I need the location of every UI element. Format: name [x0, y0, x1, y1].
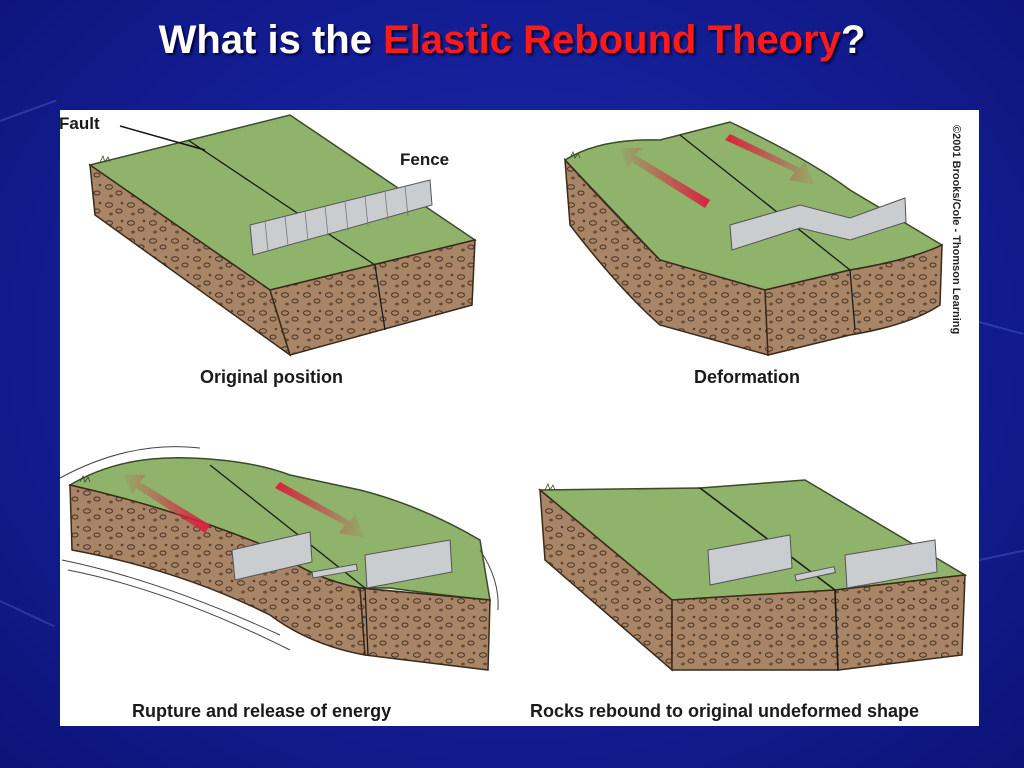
block-rupture	[60, 446, 499, 671]
diagram-panel: Fault Fence ©2001 Brooks/Cole - Thomson …	[59, 110, 979, 726]
fence-segment	[364, 539, 453, 589]
fence-segment	[844, 539, 938, 589]
fault-line	[834, 589, 839, 671]
fence-segment	[231, 531, 313, 581]
shake-line	[67, 569, 291, 651]
label-fault: Fault	[59, 114, 100, 133]
arrow-right	[725, 134, 815, 185]
label-fence: Fence	[400, 150, 450, 169]
fault-line	[374, 264, 386, 331]
soil-side-right	[834, 574, 966, 671]
fence-segment	[707, 534, 793, 586]
soil-side-left	[671, 589, 839, 671]
caption-rupture: Rupture and release of energy	[132, 701, 392, 721]
fault-pointer	[119, 125, 206, 151]
soil-side	[269, 239, 476, 356]
fault-line	[679, 134, 851, 271]
caption-deformation: Deformation	[694, 367, 801, 387]
fault-line	[364, 587, 369, 656]
grass-tufts	[79, 150, 581, 491]
arrow-left	[124, 474, 210, 533]
shake-line	[479, 549, 499, 611]
broken-rail	[311, 563, 358, 579]
caption-rebound: Rocks rebound to original undeformed sha…	[530, 701, 920, 721]
shake-line	[61, 559, 281, 636]
background-streak	[974, 320, 1024, 335]
arrow-right	[275, 482, 365, 538]
block-original	[88, 114, 477, 357]
soil-side	[359, 587, 491, 671]
block-deformation	[563, 121, 944, 356]
fault-line	[187, 139, 376, 266]
elastic-rebound-diagram	[60, 114, 968, 672]
fence	[729, 197, 907, 251]
shake-line	[60, 446, 201, 479]
background-streak	[0, 600, 55, 628]
soil-side	[764, 243, 943, 356]
slide-title: What is the Elastic Rebound Theory?	[0, 18, 1024, 63]
background-streak	[0, 99, 57, 122]
broken-rail	[794, 566, 836, 582]
caption-original: Original position	[200, 367, 343, 387]
title-suffix: ?	[840, 18, 866, 62]
block-rebound	[537, 479, 968, 672]
background-streak	[974, 549, 1024, 562]
title-highlight: Elastic Rebound Theory	[383, 18, 841, 62]
title-prefix: What is the	[158, 18, 384, 62]
fault-line	[849, 269, 856, 331]
arrow-left	[620, 148, 710, 208]
fence	[249, 179, 433, 256]
copyright-notice: ©2001 Brooks/Cole - Thomson Learning	[950, 125, 962, 335]
